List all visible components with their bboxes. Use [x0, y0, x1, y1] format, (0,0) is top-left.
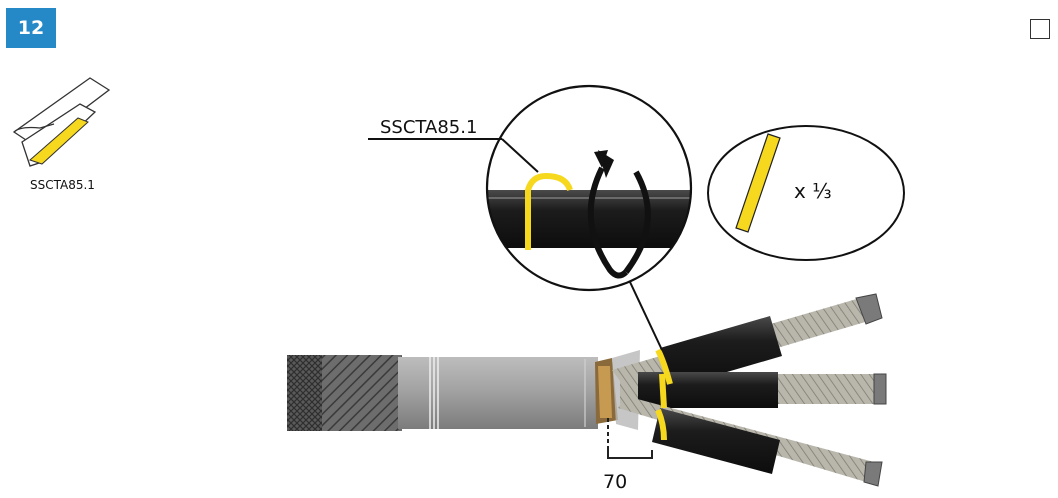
detail-circle	[485, 84, 693, 292]
core-lower	[618, 396, 883, 487]
quantity-text: x ⅓	[794, 179, 832, 203]
step-done-checkbox[interactable]	[1030, 19, 1050, 39]
detail-leader-line	[629, 281, 663, 351]
rotate-arrow-icon	[587, 150, 651, 279]
step-number-badge: 12	[6, 8, 56, 48]
tape-strip-icon	[735, 133, 781, 233]
callout-label: SSCTA85.1	[380, 117, 477, 138]
dimension-bracket	[607, 418, 653, 459]
step-number: 12	[17, 17, 45, 39]
callout-leader	[501, 138, 539, 173]
cable-body	[287, 350, 640, 431]
tape-icon	[12, 77, 111, 167]
quantity-ellipse	[707, 125, 905, 261]
core-upper	[612, 293, 883, 392]
dimension-value: 70	[603, 471, 627, 493]
tape-band-applied	[655, 348, 673, 441]
tape-icon-label: SSCTA85.1	[30, 178, 95, 192]
